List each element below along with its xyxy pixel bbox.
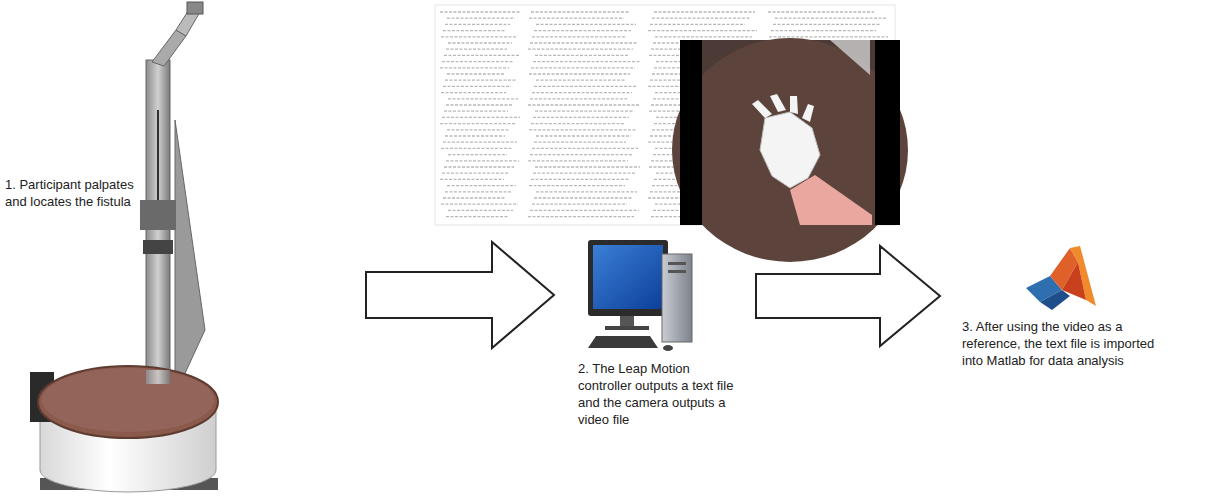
text-line [532, 92, 632, 93]
text-line [532, 148, 638, 149]
text-line [654, 11, 755, 12]
text-line [442, 61, 514, 62]
text-line [650, 24, 745, 25]
step-text: 3. After using the video as a reference,… [962, 318, 1158, 369]
text-line [441, 204, 518, 205]
text-line [440, 67, 509, 68]
text-line [448, 98, 518, 99]
text-line [769, 36, 888, 37]
text-line [535, 55, 628, 56]
text-line [531, 123, 624, 124]
text-line [440, 11, 520, 12]
text-line [446, 49, 507, 50]
text-line [652, 18, 750, 19]
text-line [446, 104, 513, 105]
text-line [773, 24, 881, 25]
matlab-logo [1026, 246, 1096, 310]
text-line [530, 42, 638, 43]
text-line [531, 11, 629, 12]
step-text: 1. Participant palpates and locates the … [5, 176, 145, 210]
text-line [531, 67, 635, 68]
text-line [536, 135, 631, 136]
text-line [448, 210, 513, 211]
text-line [535, 166, 640, 167]
text-line [529, 185, 625, 186]
text-line [533, 61, 640, 62]
text-line [448, 42, 512, 43]
text-line [441, 148, 512, 149]
text-line [446, 160, 519, 161]
text-line [529, 129, 636, 130]
text-line [530, 154, 633, 155]
text-line [445, 24, 510, 25]
text-line [528, 104, 639, 105]
text-line [530, 210, 639, 211]
text-line [535, 111, 634, 112]
text-line [528, 49, 633, 50]
text-line [771, 30, 876, 31]
step-text: 2. The Leap Motion controller outputs a … [578, 360, 746, 428]
text-line [441, 36, 517, 37]
flow-arrow [366, 242, 554, 348]
text-line [443, 142, 517, 143]
text-line [528, 160, 628, 161]
text-line [448, 154, 507, 155]
text-line [648, 30, 757, 31]
computer-icon [588, 240, 692, 351]
text-line [768, 11, 874, 12]
text-line [532, 204, 627, 205]
text-line [444, 111, 508, 112]
text-line [441, 92, 506, 93]
text-line [446, 216, 508, 217]
text-line [530, 98, 627, 99]
text-line [532, 36, 626, 37]
text-line [529, 73, 630, 74]
text-line [444, 55, 519, 56]
text-line [528, 216, 634, 217]
text-line [533, 117, 629, 118]
text-line [443, 197, 506, 198]
text-line [447, 185, 516, 186]
text-line [531, 179, 630, 180]
text-line [440, 179, 504, 180]
text-line [536, 191, 637, 192]
text-line [536, 80, 625, 81]
text-line [655, 36, 752, 37]
text-line [447, 73, 504, 74]
text-line [447, 129, 510, 130]
palpation-device [30, 2, 218, 492]
text-line [534, 30, 631, 31]
text-line [534, 197, 632, 198]
text-line [445, 135, 505, 136]
text-line [443, 30, 505, 31]
text-line [447, 18, 515, 19]
video-frame [672, 38, 908, 262]
text-line [529, 18, 624, 19]
text-line [445, 80, 516, 81]
text-line [442, 173, 509, 174]
text-line [536, 24, 636, 25]
text-line [445, 191, 511, 192]
text-line [444, 166, 514, 167]
text-line [442, 117, 520, 118]
text-line [775, 18, 886, 19]
text-line [440, 123, 515, 124]
flow-arrow [756, 246, 940, 346]
text-line [443, 86, 511, 87]
text-line [534, 86, 637, 87]
text-line [533, 173, 635, 174]
text-line [534, 142, 626, 143]
